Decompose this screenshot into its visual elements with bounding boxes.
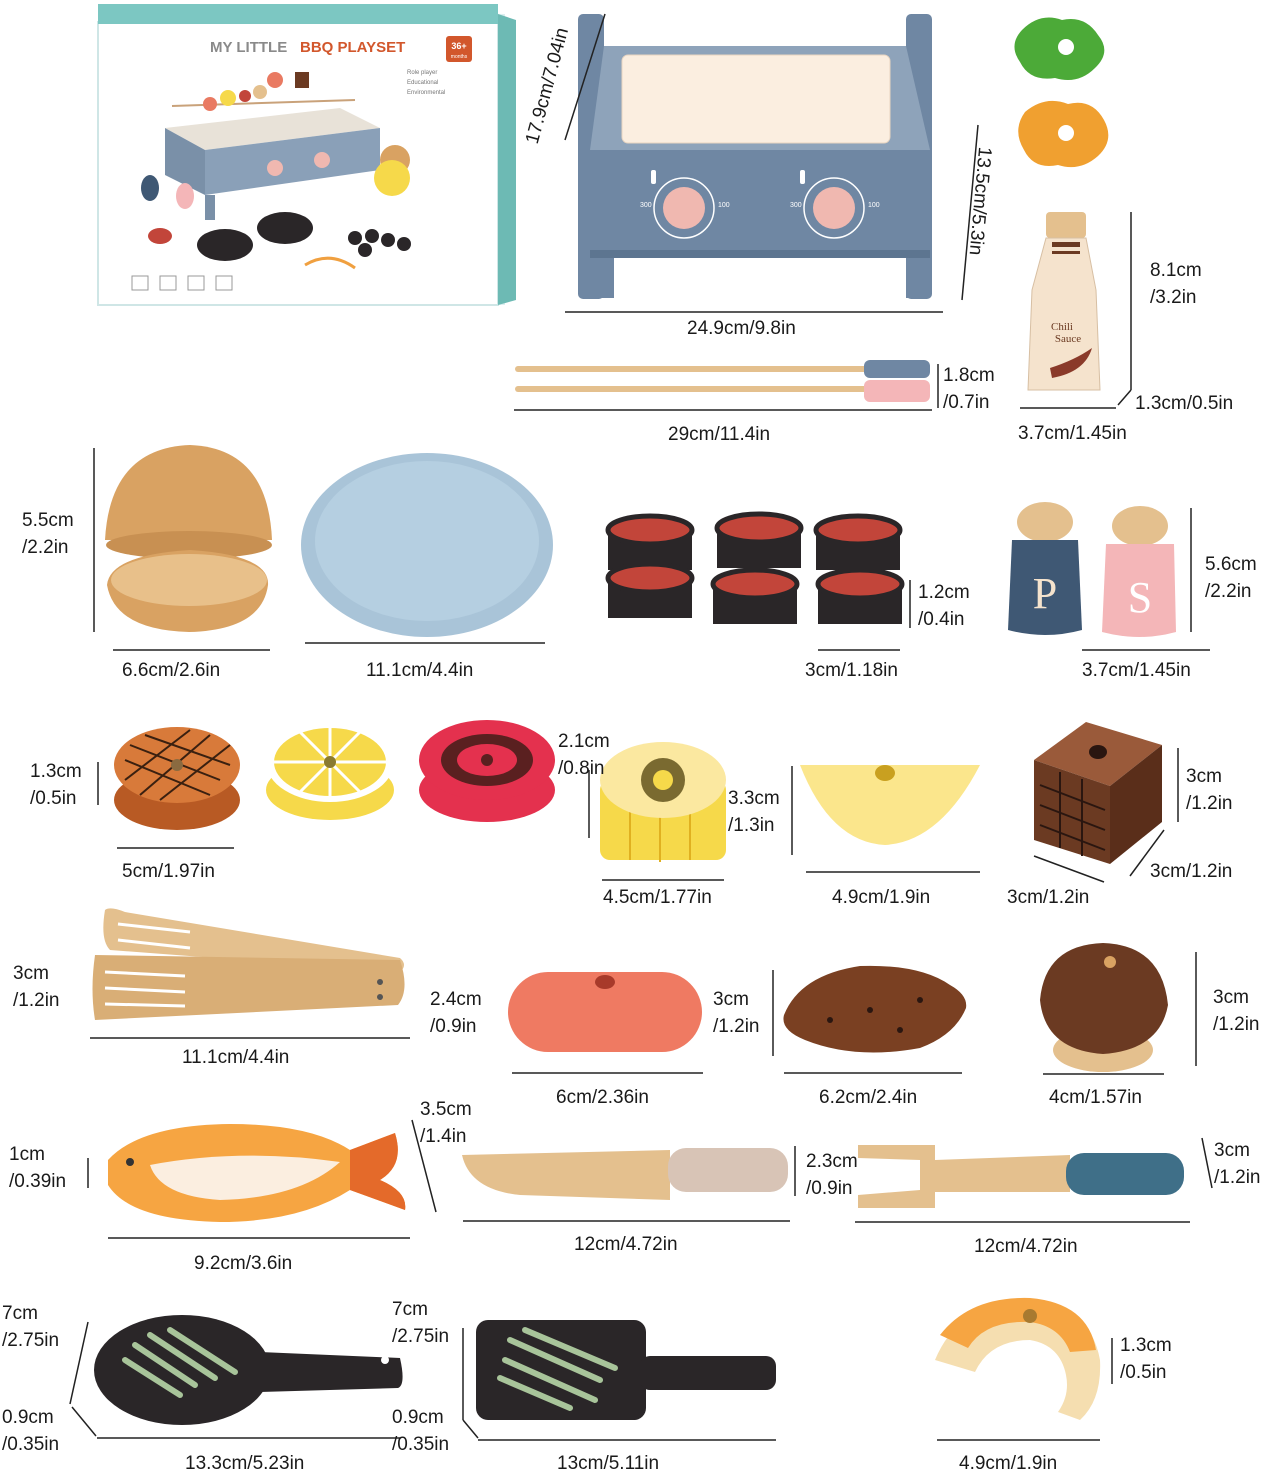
label-corn-width: 4.5cm/1.77in <box>603 887 712 908</box>
label-fork-width: 12cm/4.72in <box>974 1236 1078 1257</box>
sauce-text-1: Chili <box>1051 321 1073 333</box>
plate <box>301 453 553 644</box>
box-bullet-2: Educational <box>407 80 438 86</box>
label-knife-height: 2.3cm/0.9in <box>806 1151 858 1199</box>
patty <box>97 727 240 849</box>
label-pan1-height: 7cm/2.75in <box>2 1303 60 1351</box>
tomato-slice <box>419 720 555 822</box>
knife <box>462 1146 796 1222</box>
grill: 300 100 300 100 <box>564 13 979 313</box>
shrimp <box>935 1297 1113 1441</box>
fish <box>87 1119 437 1239</box>
box-age-sub: months <box>451 54 468 60</box>
burger-bun <box>93 445 272 651</box>
lemon-slice <box>266 722 394 820</box>
knob-left-low: 300 <box>640 202 652 209</box>
spatula-round <box>69 1315 403 1439</box>
knob-right-high: 100 <box>868 202 880 209</box>
box-title-a: MY LITTLE <box>210 39 287 56</box>
label-mushroom-width: 4cm/1.57in <box>1049 1087 1142 1108</box>
label-patty-height: 1.3cm/0.5in <box>30 761 82 809</box>
tongs <box>90 908 410 1039</box>
spatula-square <box>462 1320 776 1441</box>
salt-letter: S <box>1128 573 1152 622</box>
label-slices-width: 3cm/1.18in <box>805 660 898 681</box>
label-cube-depth: 3cm/1.2in <box>1150 861 1233 882</box>
label-knife-width: 12cm/4.72in <box>574 1234 678 1255</box>
label-sausage-height: 2.4cm/0.9in <box>430 989 482 1037</box>
label-pan1-depth: 0.9cm/0.35in <box>2 1407 60 1455</box>
label-fish-width: 9.2cm/3.6in <box>194 1253 293 1274</box>
label-skewer-length: 29cm/11.4in <box>668 424 771 445</box>
box-bullet-1: Role player <box>407 70 437 76</box>
label-potato-width: 6.2cm/2.4in <box>819 1087 918 1108</box>
label-sauce-width: 3.7cm/1.45in <box>1018 423 1127 444</box>
label-shaker-width: 3.7cm/1.45in <box>1082 660 1191 681</box>
cheese-wedge <box>791 765 980 873</box>
label-skewer-height: 1.8cm/0.7in <box>943 365 995 413</box>
product-box: MY LITTLE BBQ PLAYSET 36+ months Role pl… <box>97 4 516 306</box>
box-bullet-3: Environmental <box>407 90 445 96</box>
label-tongs-width: 11.1cm/4.4in <box>182 1047 290 1068</box>
box-title-b: BBQ PLAYSET <box>300 39 405 56</box>
label-pan1-width: 13.3cm/5.23in <box>185 1453 305 1474</box>
felt-leaves <box>1014 17 1109 168</box>
label-plate-width: 11.1cm/4.4in <box>366 660 474 681</box>
label-cube-width: 3cm/1.2in <box>1007 887 1090 908</box>
label-sausage-width: 6cm/2.36in <box>556 1087 649 1108</box>
label-slices-height: 1.2cm/0.4in <box>918 582 970 630</box>
knob-left-high: 100 <box>718 202 730 209</box>
charcoal-slices <box>605 511 911 651</box>
label-bun-width: 6.6cm/2.6in <box>122 660 221 681</box>
label-cheese-width: 4.9cm/1.9in <box>832 887 931 908</box>
label-potato-height: 3cm/1.2in <box>713 989 760 1037</box>
label-pan2-width: 13cm/5.11in <box>557 1453 660 1474</box>
label-mushroom-height: 3cm/1.2in <box>1213 987 1260 1035</box>
sauce-text-2: Sauce <box>1055 333 1081 345</box>
label-patty-width: 5cm/1.97in <box>122 861 215 882</box>
label-shrimp-height: 1.3cm/0.5in <box>1120 1335 1172 1383</box>
fork <box>855 1137 1213 1223</box>
label-shaker-height: 5.6cm/2.2in <box>1205 554 1257 602</box>
meat-cube <box>1033 722 1179 883</box>
sausage <box>508 972 703 1074</box>
label-tongs-height: 3cm/1.2in <box>13 963 60 1011</box>
label-bun-height: 5.5cm/2.2in <box>22 510 74 558</box>
label-fork-height: 3cm/1.2in <box>1214 1140 1261 1188</box>
corn-slice <box>588 742 726 881</box>
box-age-badge: 36+ <box>451 41 466 51</box>
label-fish-depth: 3.5cm/1.4in <box>420 1099 472 1147</box>
label-fish-height: 1cm/0.39in <box>9 1144 67 1192</box>
label-cube-height: 3cm/1.2in <box>1186 766 1233 814</box>
label-sauce-height: 8.1cm/3.2in <box>1150 260 1202 308</box>
chili-sauce-bottle: Chili Sauce <box>1020 212 1132 409</box>
skewers <box>514 360 939 411</box>
label-pan2-depth: 0.9cm/0.35in <box>392 1407 450 1455</box>
knob-right-low: 300 <box>790 202 802 209</box>
label-grill-width: 24.9cm/9.8in <box>687 318 796 339</box>
salt-pepper-shakers: P S <box>1008 502 1210 651</box>
mushroom <box>1040 943 1197 1075</box>
label-sauce-depth: 1.3cm/0.5in <box>1135 393 1234 414</box>
label-shrimp-width: 4.9cm/1.9in <box>959 1453 1058 1474</box>
sweet-potato <box>772 965 967 1074</box>
label-pan2-height: 7cm/2.75in <box>392 1299 450 1347</box>
label-corn-height: 3.3cm/1.3in <box>728 788 780 836</box>
pepper-letter: P <box>1033 569 1057 618</box>
label-tomato-height: 2.1cm/0.8in <box>558 731 610 779</box>
